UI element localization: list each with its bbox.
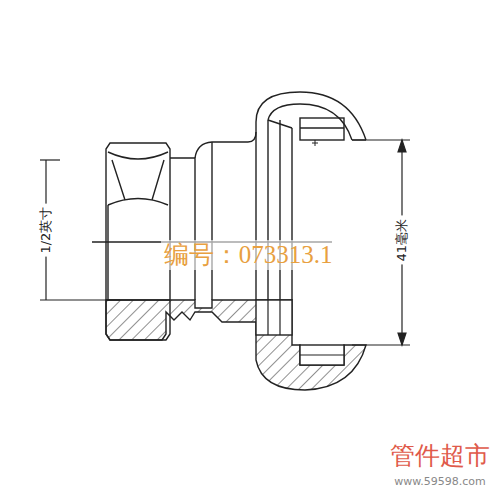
dimension-label: 41毫米 <box>394 216 410 265</box>
watermark-brand: 管件超市 <box>387 441 493 471</box>
watermark-url: www.59598.com <box>391 475 488 489</box>
watermark-number: 编号：073313.1 <box>161 240 336 270</box>
dimension-label: 1/2英寸 <box>38 204 54 257</box>
